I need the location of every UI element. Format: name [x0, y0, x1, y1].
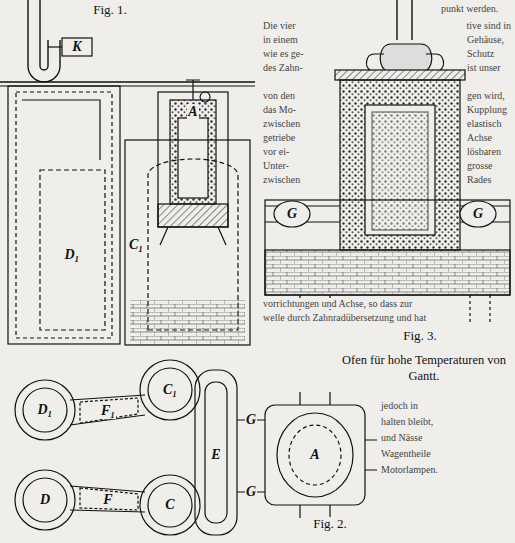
text-fragment: Die vier — [262, 20, 297, 31]
part-letter: D₁ — [37, 402, 54, 417]
part-letter: F₁ — [100, 403, 116, 418]
figure-number: Fig. 3. — [402, 329, 438, 343]
text-fragment: in einem — [262, 34, 299, 45]
text-fragment: des Zahn- — [262, 62, 304, 73]
part-letter: G — [245, 412, 257, 427]
part-letter: F — [102, 492, 113, 507]
part-letter: C₁ — [162, 382, 178, 397]
text-fragment: ist unser — [466, 62, 502, 73]
part-letter: A — [309, 447, 320, 462]
text-fragment: jedoch in — [380, 400, 419, 411]
text-fragment: Achse — [466, 132, 493, 143]
text-fragment: Wagentheile — [380, 448, 432, 459]
text-fragment: Kupplung — [466, 104, 508, 115]
part-letter: C₁ — [128, 237, 144, 252]
text-fragment: punkt werden. — [440, 3, 499, 14]
text-fragment: vorrichtungen und Achse, so dass zur — [262, 298, 413, 309]
text-fragment: Rades — [466, 174, 492, 185]
part-letter: G — [286, 206, 298, 221]
part-letter: E — [210, 447, 221, 462]
part-letter: D — [39, 492, 51, 507]
text-fragment: Motorlampen. — [380, 464, 439, 475]
text-fragment: Schutz — [466, 48, 495, 59]
figure-number: Fig. 2. — [312, 517, 348, 531]
text-fragment: wie es ge- — [262, 48, 305, 59]
part-letter: A — [187, 104, 198, 119]
part-letter: G — [245, 484, 257, 499]
text-fragment: elastisch — [466, 118, 502, 129]
text-fragment: Unter- — [262, 160, 290, 171]
part-letter: G — [472, 206, 484, 221]
text-fragment: und Nässe — [380, 432, 423, 443]
text-fragment: tive sind in — [466, 20, 512, 31]
text-fragment: gen wird, — [466, 90, 506, 101]
figure-number: Fig. 1. — [92, 3, 128, 17]
text-fragment: von den — [262, 90, 296, 101]
text-fragment: grosse — [466, 160, 494, 171]
part-letter: D₁ — [64, 247, 81, 262]
part-letter: C — [164, 497, 175, 512]
text-fragment: vor ei- — [262, 146, 290, 157]
text-fragment: zwischen — [262, 118, 301, 129]
text-fragment: lösbaren — [466, 146, 502, 157]
part-letter: K — [71, 39, 82, 54]
text-fragment: Gehäuse, — [466, 34, 505, 45]
text-fragment: zwischen — [262, 174, 301, 185]
text-fragment: welle durch Zahnradübersetzung und hat — [262, 312, 427, 323]
text-fragment: getriebe — [262, 132, 296, 143]
figure-caption: Ofen für hohe Temperaturen von Gantt. — [336, 352, 512, 385]
text-fragment: halten bleibt, — [380, 416, 434, 427]
text-fragment: das Mo- — [262, 104, 297, 115]
